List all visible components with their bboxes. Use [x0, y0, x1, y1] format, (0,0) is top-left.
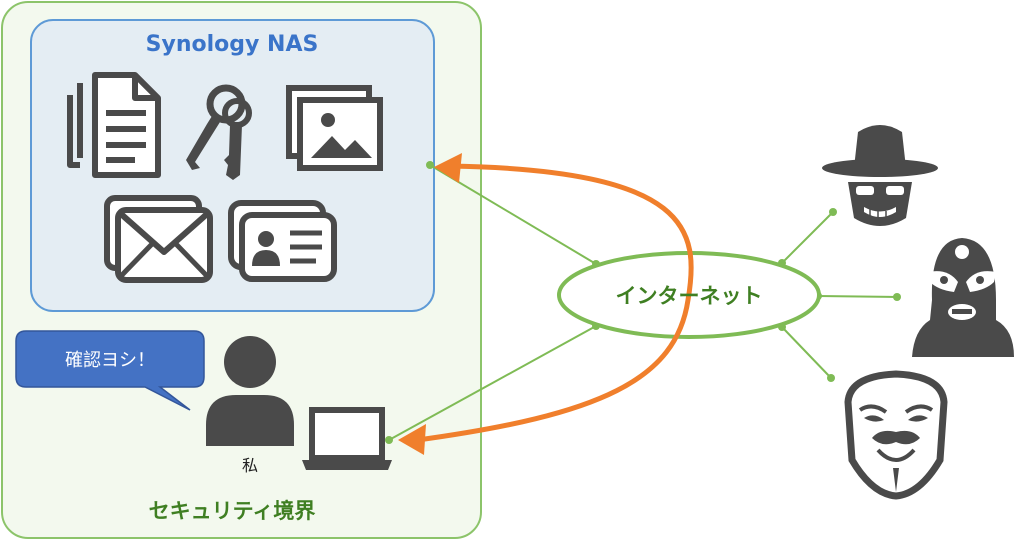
access-arrowhead-top — [434, 153, 462, 183]
nas-title: Synology NAS — [146, 32, 319, 57]
internet-label: インターネット — [616, 284, 763, 308]
person-icon — [206, 336, 294, 446]
pictures-icon — [286, 85, 383, 171]
access-arrow — [417, 163, 694, 443]
speech-bubble-text: 確認ヨシ！ — [65, 350, 155, 371]
hacker-hat-icon — [822, 125, 938, 226]
keys-icon — [186, 84, 252, 180]
mail-icon — [104, 195, 213, 283]
masked-wrestler-icon — [912, 238, 1014, 357]
laptop-icon — [302, 407, 392, 470]
id-card-icon — [228, 200, 337, 282]
user-label: 私 — [242, 456, 258, 475]
speech-bubble: 確認ヨシ！ — [15, 330, 205, 411]
security-boundary-label: セキュリティ境界 — [149, 499, 316, 523]
guy-fawkes-mask-icon — [844, 370, 948, 500]
access-arrowhead-bottom — [398, 424, 426, 455]
documents-icon — [67, 72, 161, 178]
